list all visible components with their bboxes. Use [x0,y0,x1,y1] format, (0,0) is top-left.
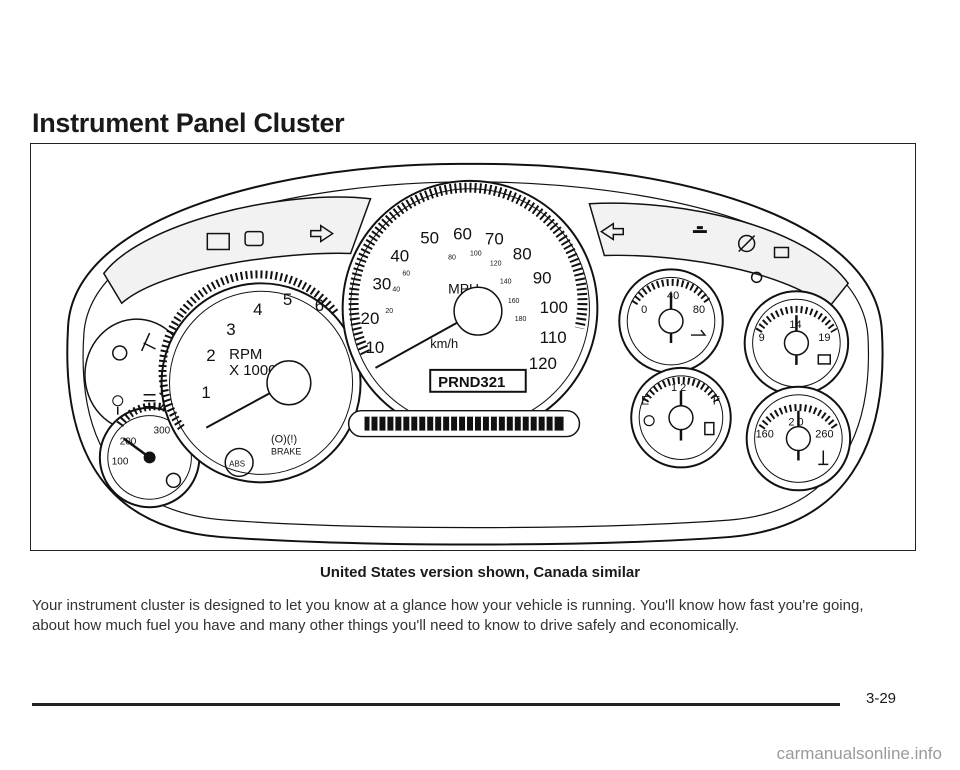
abs-label: ABS [229,459,245,468]
page-number: 3-29 [866,690,897,707]
abs-icon [224,447,254,478]
fuel-pump-icon [704,421,715,436]
low-fuel-light [643,415,655,427]
instrument-cluster-illustration: 100 200 300 1 2 3 4 5 6 RPM X 1000 ABS (… [66,162,884,546]
tach-tick-3: 3 [226,320,235,339]
oil-pressure-gauge: 0 40 80 [618,268,724,374]
speed-90: 90 [533,268,552,287]
oil-low: 0 [641,304,647,316]
speed-120: 120 [529,354,557,373]
instrument-cluster-figure: 100 200 300 1 2 3 4 5 6 RPM X 1000 ABS (… [30,143,916,551]
tach-tick-4: 4 [253,300,262,319]
airbag-icon [112,395,124,415]
tachometer-gauge: 1 2 3 4 5 6 RPM X 1000 ABS (O)(!) BRAKE [158,270,362,484]
odometer-display [347,409,581,438]
oil-mid: 40 [667,290,679,302]
right-turn-signal-icon [600,222,625,241]
speed-30: 30 [372,274,391,293]
seatbelt-icon [140,332,156,352]
kmh-60: 60 [402,270,410,277]
trans-temp-low: 100 [112,456,129,467]
battery-icon [817,354,831,365]
charging-system-icon [773,246,790,259]
tach-tick-5: 5 [283,290,292,309]
door-ajar-icon [750,271,763,284]
tach-tick-1: 1 [201,383,210,402]
speedometer-gauge: 10 20 30 40 50 60 70 80 90 100 110 120 2… [341,179,599,437]
speed-60: 60 [453,225,472,244]
speed-50: 50 [420,229,439,248]
oil-high: 80 [693,304,705,316]
trans-temp-high: 300 [154,426,171,437]
left-indicator-strip [102,196,372,305]
kmh-120: 120 [490,260,502,267]
oil-can-icon [690,329,707,336]
tach-tick-2: 2 [206,346,215,365]
kmh-40: 40 [392,286,400,293]
speed-20: 20 [361,309,380,328]
body-paragraph: Your instrument cluster is designed to l… [32,597,864,634]
fuel-empty: E [641,394,649,408]
figure-caption: United States version shown, Canada simi… [319,564,641,581]
speed-40: 40 [390,246,409,265]
service-engine-icon [206,230,264,251]
speed-70: 70 [485,230,504,249]
tach-scale-label: X 1000 [229,362,276,379]
fuel-half: 1 2 [671,382,686,394]
fuel-gauge: E 1 2 F [630,366,732,469]
speed-100: 100 [540,298,568,317]
speed-110: 110 [540,328,567,347]
speed-unit-kmh: km/h [430,336,458,351]
kmh-20: 20 [385,308,393,315]
brake-symbol: (O)(!) [271,434,297,446]
headlamp-icon [143,392,166,410]
voltmeter-gauge: 9 14 19 [743,290,850,396]
prndl-text: PRND321 [438,374,505,391]
prndl-display [429,368,527,393]
page-title: Instrument Panel Cluster [32,108,345,138]
left-turn-signal-icon [310,224,335,243]
speed-10: 10 [366,338,385,357]
temp-high: 260 [815,429,833,441]
speed-80: 80 [513,244,532,263]
tach-tick-6: 6 [315,296,324,315]
site-watermark: carmanualsonline.info [776,744,942,763]
trans-temp-icon [165,472,182,489]
kmh-100: 100 [470,250,482,257]
kmh-80: 80 [448,254,456,261]
footer-rule [32,703,840,706]
kmh-180: 180 [515,316,527,323]
check-gauges-icon [112,345,128,361]
kmh-140: 140 [500,278,512,285]
high-beam-icon [692,226,707,234]
temp-mid: 2 0 [788,417,803,429]
tach-rpm-label: RPM [229,346,262,363]
volt-low: 9 [759,332,765,344]
security-icon [737,234,756,253]
right-indicator-strip [588,202,850,310]
kmh-160: 160 [508,298,520,305]
trans-temp-mid: 200 [120,437,137,448]
volt-high: 19 [818,332,830,344]
coolant-icon [818,450,829,466]
temp-low: 160 [756,429,774,441]
coolant-temp-gauge: 160 2 0 260 [745,385,852,492]
fuel-full: F [713,394,720,408]
brake-label: BRAKE [271,446,301,456]
